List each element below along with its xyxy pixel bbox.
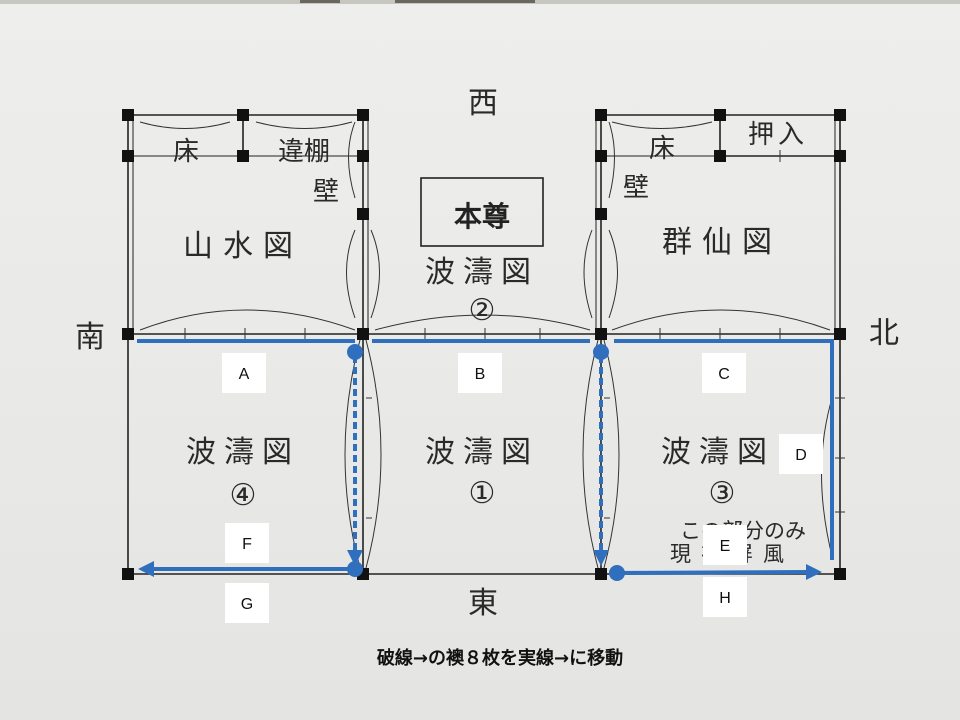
arc-upper-right-h bbox=[611, 309, 831, 331]
pillar bbox=[834, 328, 846, 340]
direction-north: 北 bbox=[869, 316, 899, 351]
dot-bottom-left bbox=[347, 561, 363, 577]
dot-start-left bbox=[347, 344, 363, 360]
fusuma-arcs bbox=[139, 121, 845, 569]
direction-east: 東 bbox=[468, 586, 498, 621]
pillars bbox=[122, 109, 846, 580]
room-hato-1: 波濤図 bbox=[425, 435, 539, 470]
pillar bbox=[357, 150, 369, 162]
arc-upper-left-h bbox=[139, 309, 356, 331]
pillar bbox=[595, 328, 607, 340]
pillar bbox=[714, 109, 726, 121]
pillar bbox=[834, 109, 846, 121]
arc-v1b bbox=[370, 229, 380, 319]
dashed-arrow-left-head bbox=[347, 550, 363, 566]
label-box-b bbox=[458, 353, 502, 393]
caption: 破線→の襖８枚を実線→に移動 bbox=[377, 647, 623, 669]
arc-v3a bbox=[348, 121, 356, 199]
room-hato-4: 波濤図 bbox=[186, 435, 300, 470]
arc-v1a bbox=[346, 229, 356, 319]
arrow-h-head bbox=[806, 564, 822, 580]
segment-label-b: B bbox=[475, 366, 486, 383]
arc-toko-right bbox=[611, 121, 713, 129]
pillar bbox=[714, 150, 726, 162]
arc-upper-mid-h bbox=[374, 314, 591, 331]
dashed-arrow-right-head bbox=[593, 550, 609, 566]
label-box-e bbox=[703, 525, 747, 565]
toko-left: 床 bbox=[173, 137, 199, 167]
pillar bbox=[595, 208, 607, 220]
oshiire: 押入 bbox=[748, 120, 808, 150]
arc-toko-left bbox=[139, 121, 231, 129]
label-box-d bbox=[779, 434, 823, 474]
segment-label-d: D bbox=[795, 447, 807, 464]
kabe-right: 壁 bbox=[623, 173, 649, 203]
room-hato-4-number: ④ bbox=[230, 478, 257, 513]
pillar bbox=[122, 109, 134, 121]
pillar bbox=[595, 150, 607, 162]
pillar bbox=[122, 328, 134, 340]
room-hato-2-number: ② bbox=[469, 293, 496, 328]
room-sansui: 山水図 bbox=[183, 229, 303, 264]
segment-label-h: H bbox=[719, 590, 731, 607]
arrow-g-head bbox=[138, 561, 154, 577]
label-box-h bbox=[703, 577, 747, 617]
arc-low-v2a bbox=[582, 339, 599, 569]
pillar bbox=[357, 208, 369, 220]
arc-v2b bbox=[608, 229, 618, 319]
kabe-left: 壁 bbox=[313, 177, 339, 207]
pillar bbox=[122, 150, 134, 162]
pillar bbox=[595, 568, 607, 580]
segment-label-f: F bbox=[242, 536, 252, 553]
pillar bbox=[122, 568, 134, 580]
top-edge-dark-1 bbox=[300, 0, 340, 3]
label-box-g bbox=[225, 583, 269, 623]
pillar bbox=[357, 109, 369, 121]
arc-low-v2b bbox=[603, 339, 620, 569]
segment-label-boxes bbox=[222, 353, 823, 623]
solid-line-c-d bbox=[614, 339, 834, 560]
arc-low-v1b bbox=[365, 339, 382, 569]
room-gunsen: 群仙図 bbox=[662, 225, 782, 260]
label-box-a bbox=[222, 353, 266, 393]
top-edge-dark-2 bbox=[395, 0, 535, 3]
pillar bbox=[357, 328, 369, 340]
pillar bbox=[237, 150, 249, 162]
room-hato-3-number: ③ bbox=[709, 476, 736, 511]
dot-start-right bbox=[593, 344, 609, 360]
segment-label-g: G bbox=[241, 596, 253, 613]
direction-south: 南 bbox=[75, 320, 105, 355]
segment-label-c: C bbox=[718, 366, 730, 383]
arrow-h-shaft bbox=[616, 570, 809, 575]
room-hato-3: 波濤図 bbox=[661, 435, 775, 470]
arc-v4b bbox=[608, 121, 615, 199]
label-box-c bbox=[702, 353, 746, 393]
pillar bbox=[237, 109, 249, 121]
pillar bbox=[834, 150, 846, 162]
toko-right: 床 bbox=[649, 134, 675, 164]
segment-label-e: E bbox=[720, 538, 731, 555]
pillar bbox=[834, 568, 846, 580]
chigaidana: 違棚 bbox=[278, 137, 330, 167]
arc-chigaidana bbox=[255, 121, 353, 129]
arc-v2a bbox=[583, 229, 593, 319]
room-hato-2: 波濤図 bbox=[425, 255, 539, 290]
move-overlay bbox=[137, 339, 834, 581]
honzon-label: 本尊 bbox=[454, 200, 510, 233]
honzon-box bbox=[420, 177, 544, 247]
room-hato-1-number: ① bbox=[469, 476, 496, 511]
top-edge-strip bbox=[0, 0, 960, 4]
pillar bbox=[595, 109, 607, 121]
label-box-f bbox=[225, 523, 269, 563]
direction-west: 西 bbox=[468, 86, 498, 121]
segment-label-a: A bbox=[239, 366, 250, 383]
arc-low-v1a bbox=[344, 339, 361, 569]
